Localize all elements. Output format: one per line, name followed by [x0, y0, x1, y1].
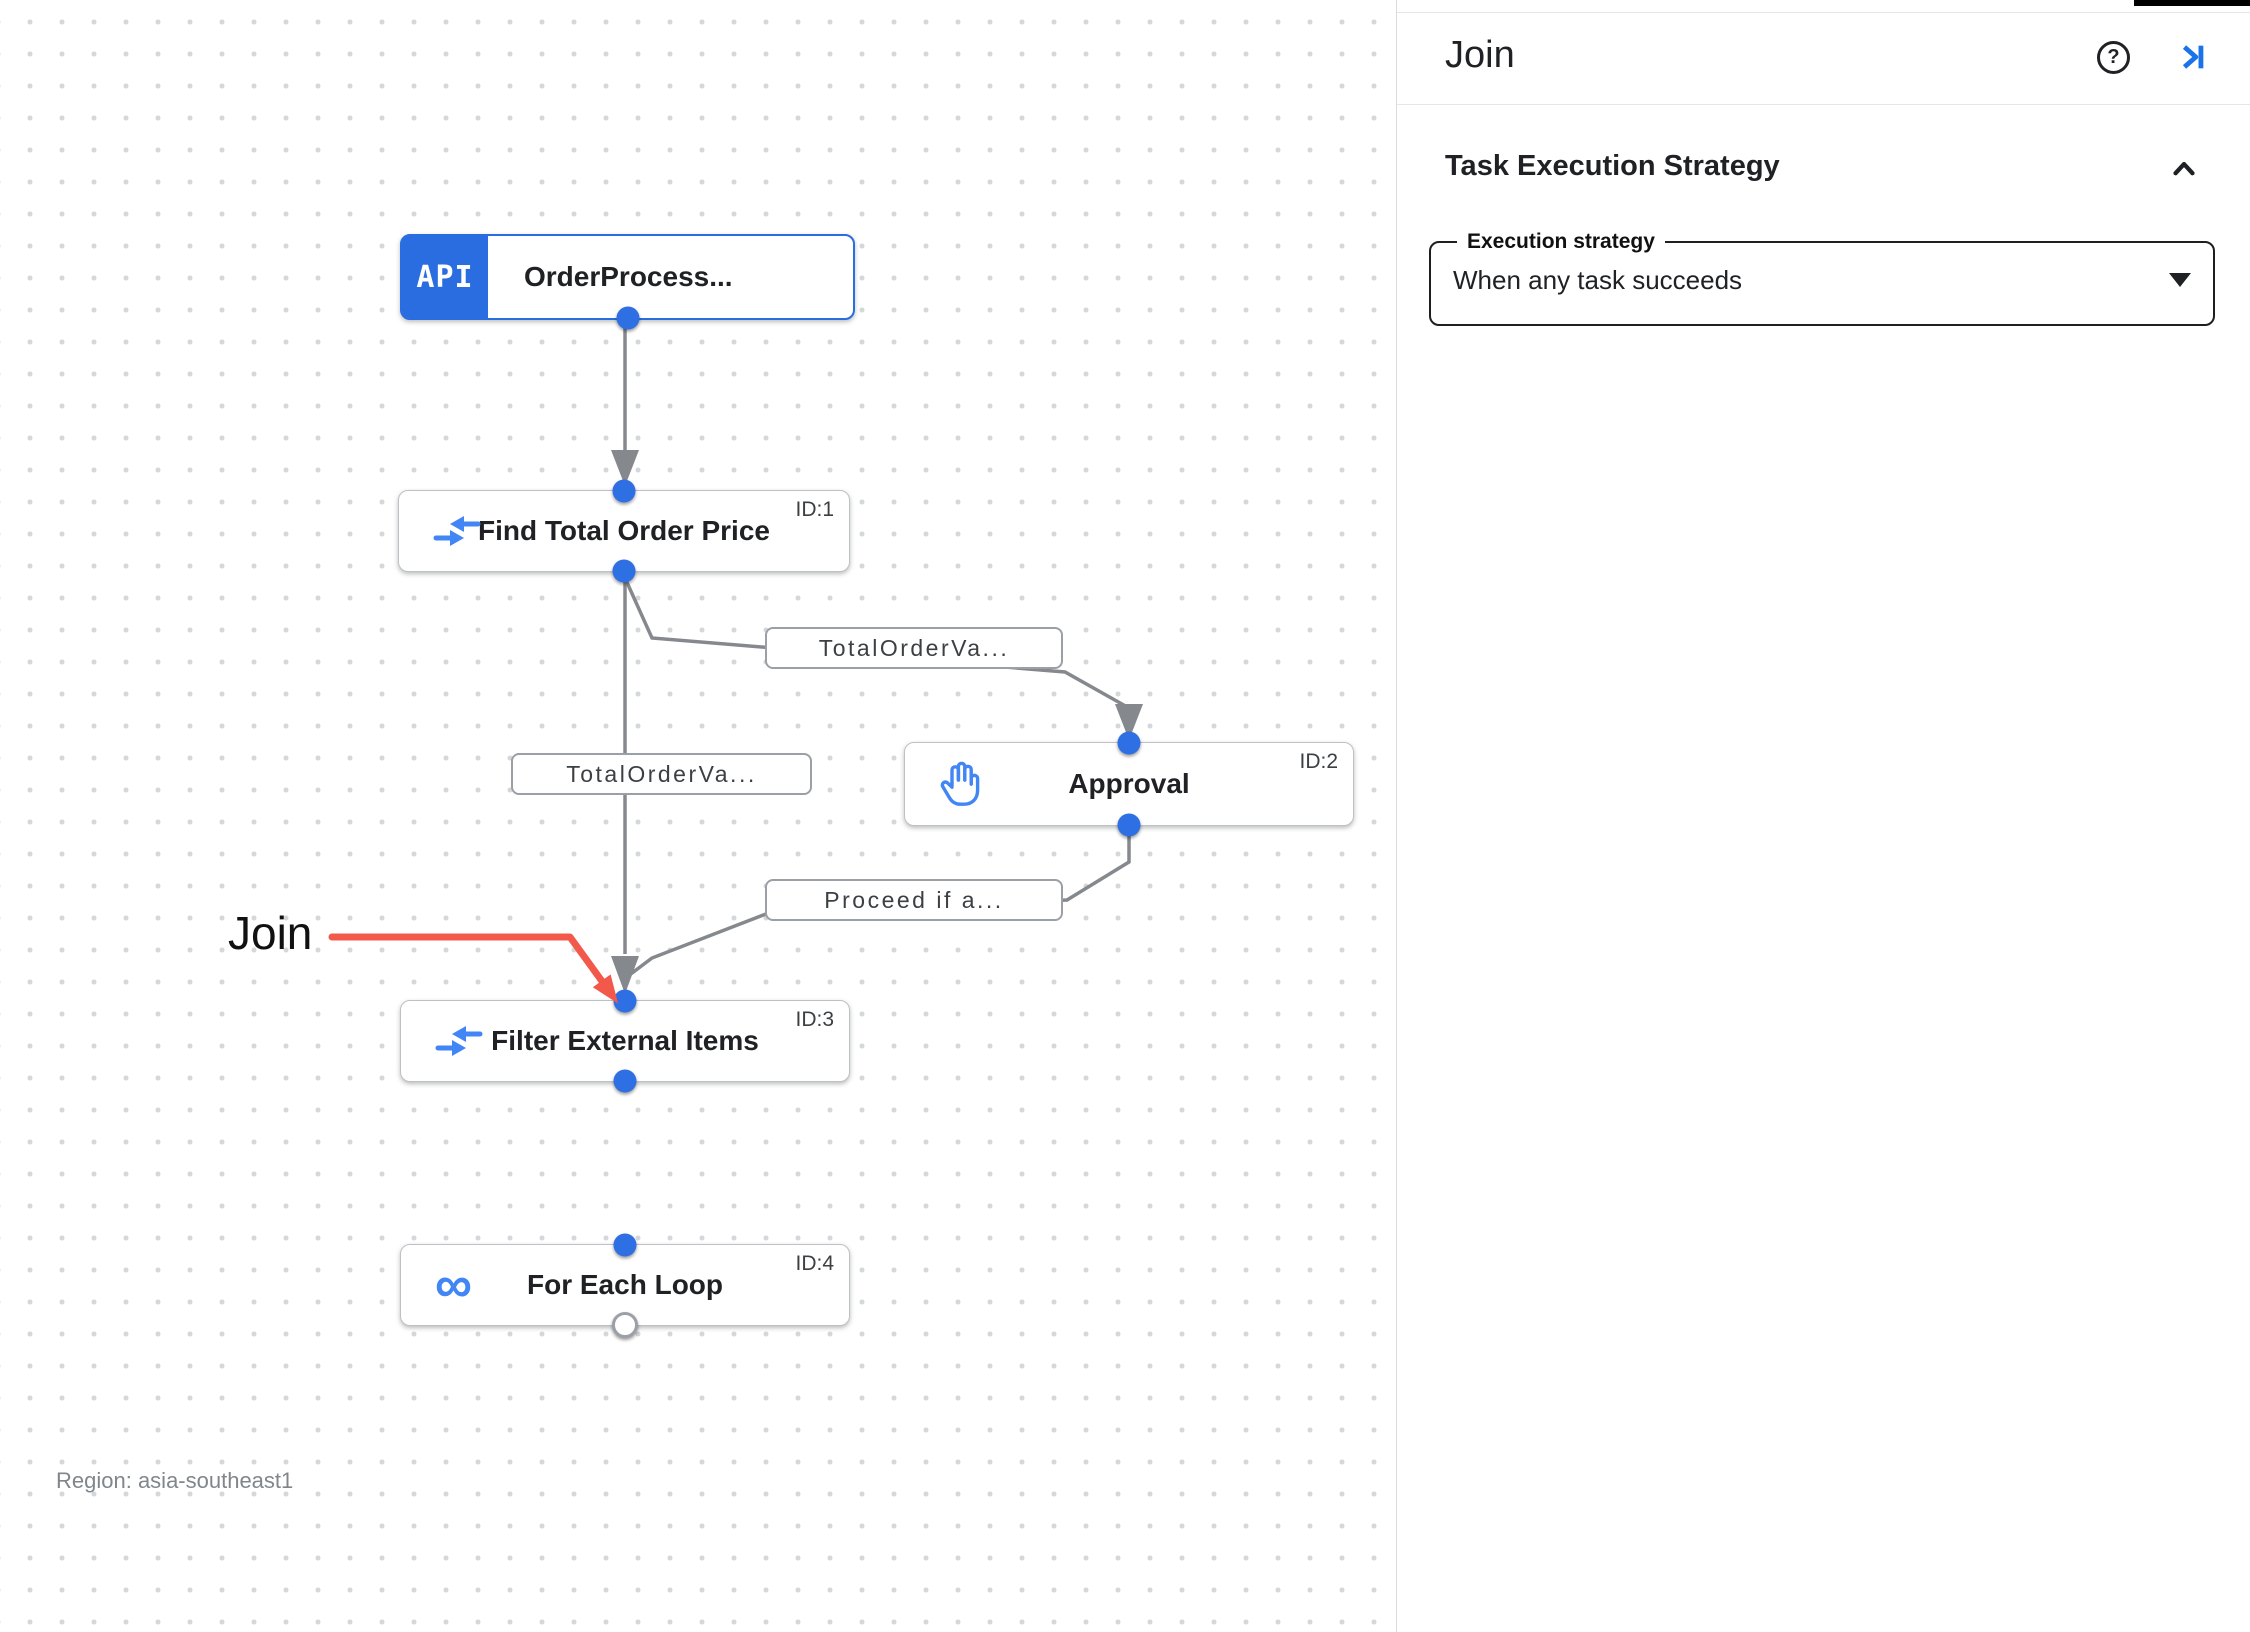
node-title: Filter External Items — [491, 1025, 759, 1056]
execution-strategy-label: Execution strategy — [1467, 230, 1655, 253]
arrowhead-icon — [611, 450, 639, 486]
input-port[interactable] — [613, 1233, 637, 1257]
arrowhead-icon — [1115, 704, 1143, 740]
edge-label-proceed-if[interactable]: Proceed if a... — [765, 879, 1063, 921]
output-port[interactable] — [1117, 813, 1141, 837]
dropdown-caret-icon — [2169, 273, 2191, 287]
api-trigger-badge: API — [402, 236, 488, 318]
node-find-total-order-price[interactable]: Find Total Order Price ID:1 — [398, 479, 850, 583]
region-label: Region: asia-southeast1 — [56, 1468, 294, 1493]
data-mapping-icon — [433, 513, 481, 549]
output-port[interactable] — [616, 306, 639, 330]
node-title: Approval — [1068, 768, 1190, 799]
node-title: Find Total Order Price — [478, 515, 770, 546]
chevron-up-icon[interactable] — [2167, 152, 2201, 191]
flow-canvas[interactable]: API OrderProcess... Find Total Order Pri… — [0, 0, 1396, 1632]
panel-header-divider — [1397, 104, 2250, 105]
edge-label-totalorderva-1[interactable]: TotalOrderVa... — [765, 627, 1063, 669]
node-for-each-loop[interactable]: ∞ For Each Loop ID:4 — [400, 1233, 850, 1338]
task-id-tag: ID:2 — [1299, 750, 1338, 773]
execution-strategy-value: When any task succeeds — [1453, 264, 1743, 295]
input-port[interactable] — [613, 989, 637, 1013]
arrowhead-icon — [611, 956, 639, 994]
input-port[interactable] — [1117, 731, 1141, 755]
data-mapping-icon — [435, 1023, 483, 1059]
input-port[interactable] — [612, 479, 636, 503]
join-annotation-label: Join — [228, 907, 313, 959]
collapse-panel-icon[interactable] — [2176, 40, 2210, 79]
task-id-tag: ID:3 — [795, 1008, 834, 1031]
output-port[interactable] — [613, 1069, 637, 1093]
task-id-tag: ID:1 — [795, 498, 834, 521]
node-title: OrderProcess... — [524, 261, 733, 292]
approval-hand-icon — [939, 761, 981, 807]
config-panel: Join ? Task Execution Strategy Execution… — [1396, 0, 2250, 1632]
node-title: For Each Loop — [527, 1269, 723, 1300]
output-port[interactable] — [612, 559, 636, 583]
for-each-loop-icon: ∞ — [435, 1256, 473, 1314]
node-filter-external-items[interactable]: Filter External Items ID:3 — [400, 989, 850, 1093]
execution-strategy-select[interactable]: Execution strategy When any task succeed… — [1429, 230, 2215, 326]
node-approval[interactable]: Approval ID:2 — [904, 731, 1354, 837]
window-corner-bar — [2134, 0, 2250, 6]
task-id-tag: ID:4 — [795, 1252, 834, 1275]
edge-label-totalorderva-2[interactable]: TotalOrderVa... — [511, 753, 812, 795]
panel-title: Join — [1445, 34, 1515, 76]
help-icon[interactable]: ? — [2097, 41, 2130, 74]
panel-top-divider — [1397, 12, 2250, 13]
output-port-open[interactable] — [612, 1312, 638, 1338]
node-api-trigger[interactable]: API OrderProcess... — [400, 234, 855, 330]
section-title: Task Execution Strategy — [1445, 150, 1780, 182]
